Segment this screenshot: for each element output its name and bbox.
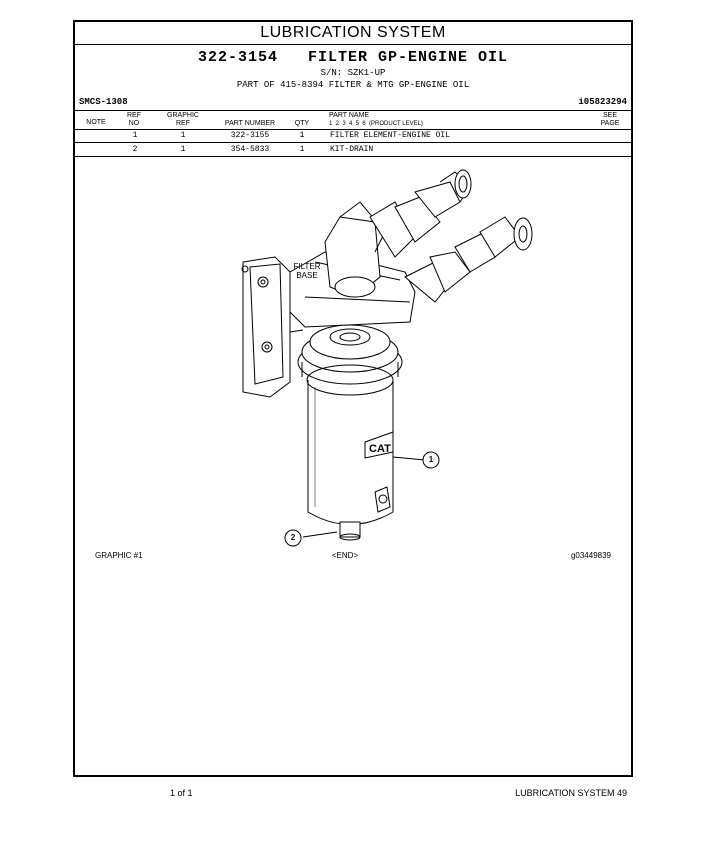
part-of-line: PART OF 415-8394 FILTER & MTG GP-ENGINE … — [236, 80, 470, 90]
col-graphic-ref: GRAPHIC REF — [163, 112, 203, 128]
col-see-page: SEE PAGE — [595, 112, 625, 128]
graphic-id: g03449839 — [570, 551, 611, 560]
col-see-page-line1: SEE — [602, 112, 617, 119]
row2-graphic-ref: 1 — [180, 145, 186, 154]
filter-base-label-line1: FILTER — [293, 262, 321, 271]
smcs-code: SMCS-1308 — [79, 97, 128, 107]
header-rule-bottom — [75, 129, 631, 130]
side-port-fitting — [404, 216, 533, 303]
col-note: NOTE — [86, 119, 106, 126]
end-marker: <END> — [331, 551, 359, 560]
col-ref-no-line1: REF — [127, 112, 141, 119]
upper-hose-fitting — [394, 169, 472, 243]
col-graphic-ref-line1: GRAPHIC — [167, 112, 199, 119]
col-ref-no: REF NO — [121, 112, 147, 128]
header-rule-top — [75, 110, 631, 111]
col-graphic-ref-line2: REF — [176, 120, 190, 127]
row1-part-number[interactable]: 322-3155 — [230, 131, 270, 140]
serial-number: S/N: SZK1-UP — [320, 68, 386, 78]
filter-base-label-line2: BASE — [296, 271, 318, 280]
col-part-number: PART NUMBER — [224, 120, 276, 127]
callout-1-label[interactable]: 1 — [428, 455, 434, 464]
upper-elbow-fitting — [324, 201, 416, 298]
section-title: LUBRICATION SYSTEM — [75, 22, 631, 45]
row1-qty: 1 — [299, 131, 305, 140]
graphic-number: GRAPHIC #1 — [95, 551, 143, 560]
callout-circle-1 — [422, 451, 440, 469]
filter-base-label: FILTER BASE — [289, 262, 325, 280]
row1-graphic-ref: 1 — [180, 131, 186, 140]
row2-ref-no: 2 — [132, 145, 138, 154]
col-part-name-line1: PART NAME — [329, 112, 370, 119]
leader-line-1 — [392, 456, 426, 461]
row1-ref-no: 1 — [132, 131, 138, 140]
part-title: 322-3154 FILTER GP-ENGINE OIL — [197, 49, 509, 66]
illustration-id: i05823294 — [578, 97, 627, 107]
row2-qty: 1 — [299, 145, 305, 154]
row1-part-name: FILTER ELEMENT-ENGINE OIL — [330, 131, 451, 140]
leader-line-2 — [302, 531, 338, 538]
callout-2-label[interactable]: 2 — [290, 533, 296, 542]
cat-logo: CAT — [369, 443, 391, 455]
col-qty: QTY — [294, 120, 310, 127]
row-divider-2 — [75, 156, 631, 157]
col-see-page-line2: PAGE — [600, 120, 620, 127]
filter-canister: CAT — [297, 324, 403, 541]
col-part-name: PART NAME 1 2 3 4 5 6 (PRODUCT LEVEL) — [329, 112, 479, 128]
callout-circle-2 — [284, 529, 302, 547]
filter-assembly-illustration: CAT — [241, 169, 533, 547]
col-part-name-line2: 1 2 3 4 5 6 (PRODUCT LEVEL) — [329, 121, 423, 127]
row-divider-1 — [75, 142, 631, 143]
row2-part-number[interactable]: 354-5833 — [230, 145, 270, 154]
page-count: 1 of 1 — [170, 788, 193, 798]
page-frame: LUBRICATION SYSTEM 322-3154 FILTER GP-EN… — [73, 20, 633, 777]
col-ref-no-line2: NO — [128, 120, 140, 127]
page-footer-section: LUBRICATION SYSTEM 49 — [515, 788, 627, 798]
row2-part-name: KIT-DRAIN — [330, 145, 374, 154]
